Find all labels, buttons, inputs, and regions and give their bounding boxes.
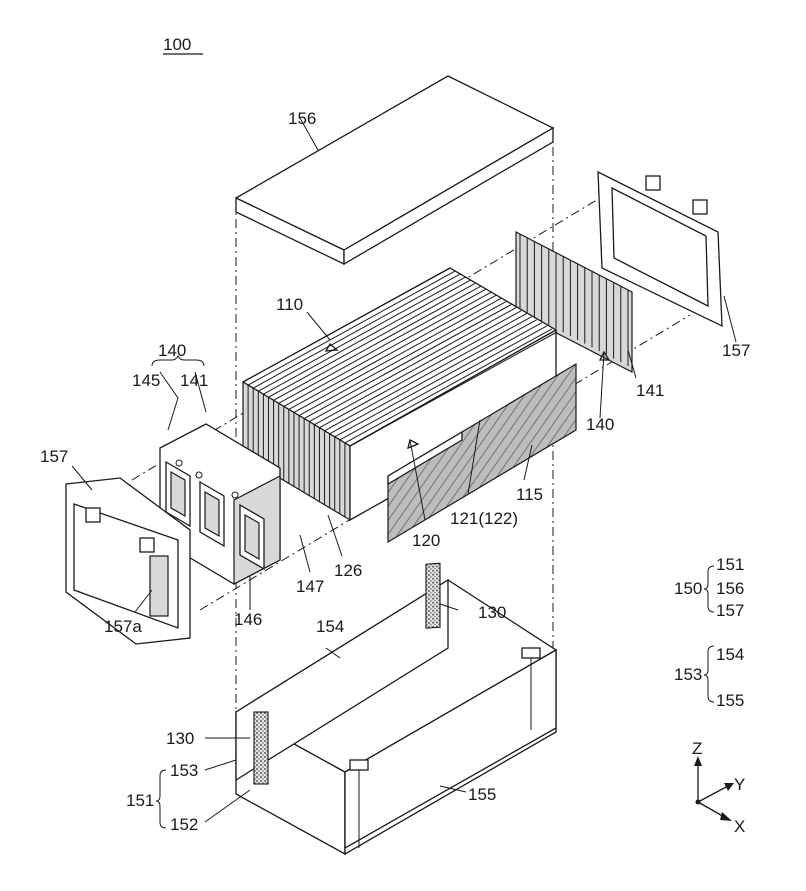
label-141-right: 141	[636, 381, 664, 400]
legend-153-item-154: 154	[716, 645, 744, 664]
coordinate-axes: Z Y X	[692, 739, 745, 836]
label-120: 120	[412, 531, 440, 550]
label-156: 156	[288, 109, 316, 128]
label-130-left: 130	[166, 729, 194, 748]
label-110: 110	[276, 295, 303, 314]
label-146: 146	[234, 610, 262, 629]
legend-group-153: 153 154 155	[674, 645, 744, 710]
label-153: 153	[170, 761, 198, 780]
label-157-right: 157	[722, 341, 750, 360]
label-121-122: 121(122)	[450, 509, 518, 528]
label-145: 145	[132, 371, 160, 390]
thermal-pad-130-left	[254, 712, 268, 784]
axis-y-label: Y	[734, 775, 745, 794]
label-126: 126	[334, 561, 362, 580]
legend-150-item-156: 156	[716, 579, 744, 598]
axis-z-label: Z	[692, 739, 702, 758]
label-147: 147	[296, 577, 324, 596]
label-140-top: 140	[158, 341, 186, 360]
busbar-module-window	[245, 515, 259, 559]
label-130-top: 130	[478, 603, 506, 622]
legend-150-label: 150	[674, 579, 702, 598]
lower-housing-151	[236, 580, 556, 854]
label-155: 155	[468, 785, 496, 804]
legend-153-item-155: 155	[716, 691, 744, 710]
figure-ref-100: 100	[163, 35, 191, 54]
label-152: 152	[170, 815, 198, 834]
legend-150-item-151: 151	[716, 555, 744, 574]
busbar-module-window	[205, 492, 219, 536]
legend-150-item-157: 157	[716, 601, 744, 620]
brace-151	[156, 770, 166, 828]
legend-153-label: 153	[674, 665, 702, 684]
label-140-right: 140	[586, 415, 614, 434]
label-151: 151	[126, 791, 154, 810]
legend-group-150: 150 151 156 157	[674, 555, 744, 620]
label-141-left: 141	[180, 371, 208, 390]
label-157-left: 157	[40, 447, 68, 466]
label-157a: 157a	[104, 617, 142, 636]
top-cover-156	[236, 76, 553, 264]
thermal-pad-130-top	[426, 563, 440, 628]
label-115: 115	[516, 485, 543, 504]
busbar-module-window	[171, 472, 185, 516]
label-154: 154	[316, 617, 344, 636]
axis-x-label: X	[734, 817, 745, 836]
